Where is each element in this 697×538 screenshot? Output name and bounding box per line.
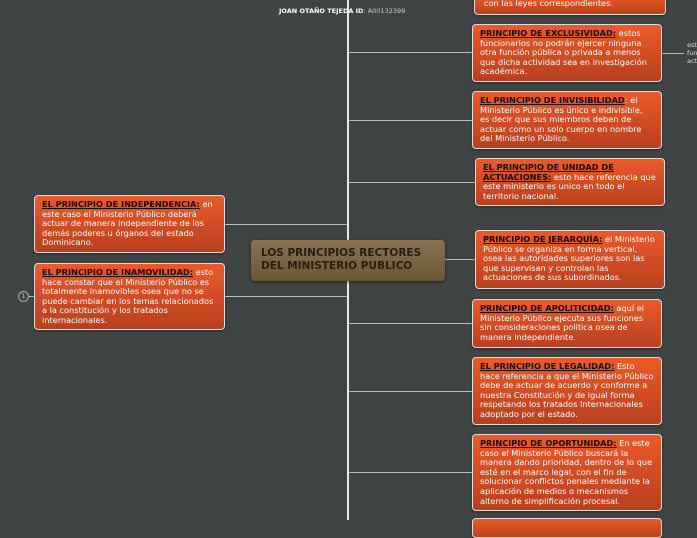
- node-independencia[interactable]: EL PRINCIPIO DE INDEPENDENCIA: en este c…: [34, 195, 225, 253]
- node-jerarquia[interactable]: PRINCIPIO DE JERARQUÍA: el Ministerio Pú…: [475, 230, 665, 289]
- node-inamovilidad[interactable]: EL PRINCIPIO DE INAMOVILIDAD: esto hace …: [34, 263, 225, 330]
- collapse-badge[interactable]: 1: [18, 291, 29, 302]
- node-partial-bottom[interactable]: [472, 518, 662, 538]
- node-unidad[interactable]: EL PRINCIPIO DE UNIDAD DE ACTUACIONES: e…: [475, 158, 665, 206]
- node-apoliticidad[interactable]: PRINCIPIO DE APOLITICIDAD: aquí el Minis…: [472, 299, 662, 348]
- node-leyes[interactable]: con las leyes correspondientes.: [474, 0, 666, 15]
- node-legalidad[interactable]: EL PRINCIPIO DE LEGALIDAD: Esto hace ref…: [472, 357, 662, 425]
- author-header: JOAN OTAÑO TEJEDA ID: A00132399: [279, 7, 406, 15]
- node-invisibilidad[interactable]: EL PRINCIPIO DE INVISIBILIDAD: el Minist…: [472, 91, 662, 149]
- central-topic[interactable]: LOS PRINCIPIOS RECTORES DEL MINISTERIO P…: [251, 240, 445, 281]
- node-oportunidad[interactable]: PRINCIPIO DE OPORTUNIDAD: En este caso e…: [472, 434, 662, 511]
- node-exclusividad[interactable]: PRINCIPIO DE EXCLUSIVIDAD: estos funcion…: [472, 24, 662, 82]
